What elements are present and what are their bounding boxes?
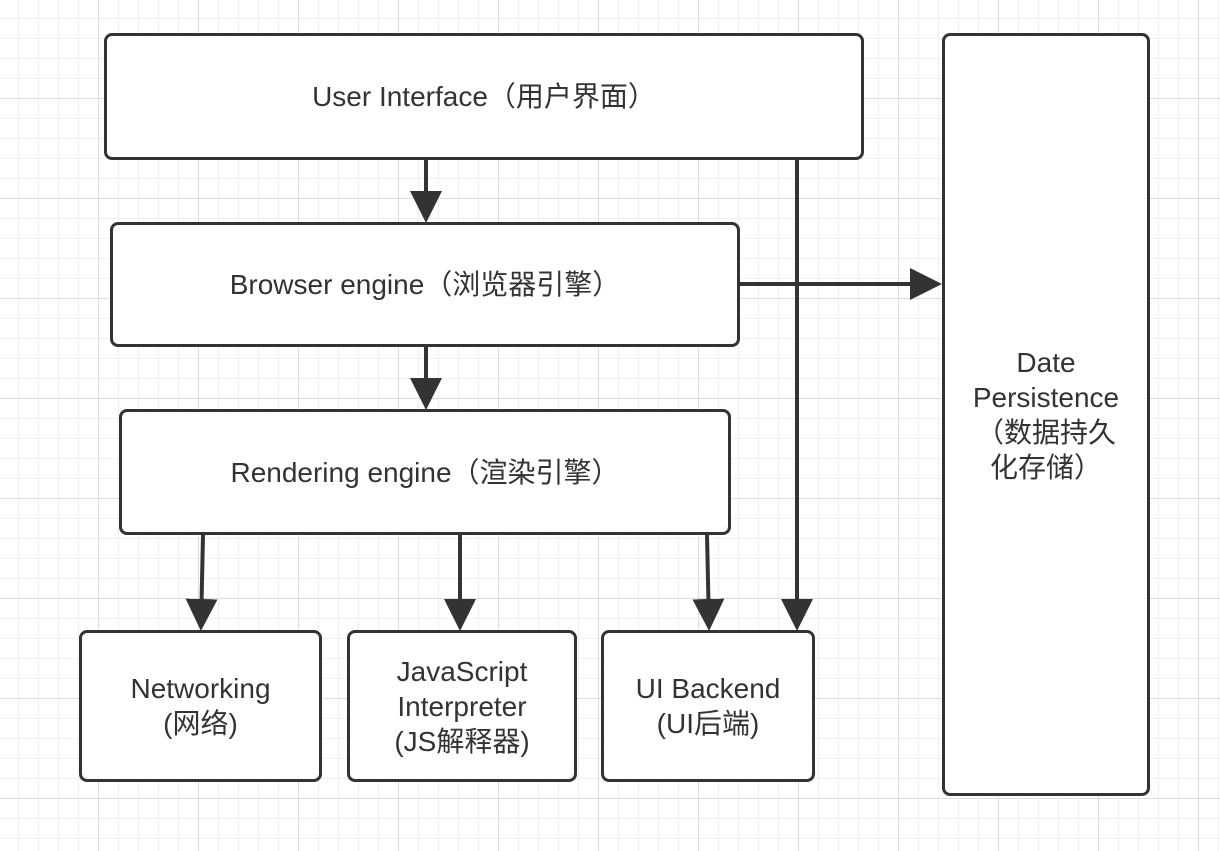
networking-label: Networking (130, 673, 271, 704)
data-persistence-sublabel-line2: 化存储） (989, 451, 1102, 483)
arrow-rendering-to-networking (185, 534, 218, 631)
ui-backend-node: UI Backend (UI后端) (601, 630, 815, 782)
js-interpreter-sublabel: (JS解释器) (394, 725, 530, 757)
ui-backend-sublabel: (UI后端) (656, 708, 760, 739)
user-interface-label: User Interface（用户界面） (312, 81, 656, 112)
ui-backend-label: UI Backend (635, 673, 781, 704)
data-persistence-label-line2: Persistence (972, 381, 1120, 413)
networking-node: Networking (网络) (79, 630, 322, 782)
data-persistence-sublabel-line1: （数据持久 (975, 416, 1116, 448)
networking-sublabel: (网络) (163, 708, 238, 739)
rendering-engine-label: Rendering engine（渲染引擎） (230, 456, 620, 488)
js-interpreter-label-line2: Interpreter (397, 690, 527, 722)
js-interpreter-node: JavaScript Interpreter (JS解释器) (347, 630, 577, 782)
data-persistence-label-line1: Date (1016, 346, 1076, 378)
browser-engine-node: Browser engine（浏览器引擎） (110, 222, 740, 347)
user-interface-node: User Interface（用户界面） (104, 33, 864, 160)
data-persistence-node: Date Persistence （数据持久 化存储） (942, 33, 1150, 796)
rendering-engine-node: Rendering engine（渲染引擎） (119, 409, 731, 535)
browser-engine-label: Browser engine（浏览器引擎） (229, 269, 621, 300)
arrow-rendering-to-ui-backend (692, 534, 725, 631)
js-interpreter-label-line1: JavaScript (396, 655, 528, 687)
